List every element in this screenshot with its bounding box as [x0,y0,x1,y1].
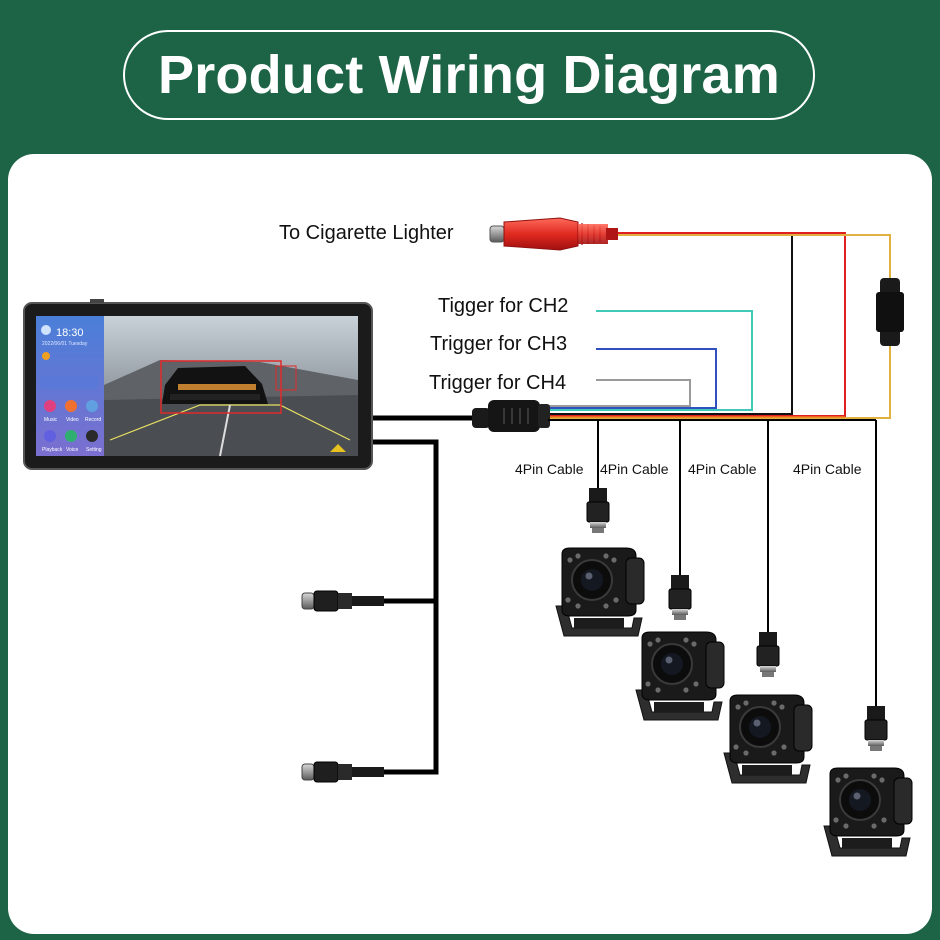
diagram-panel [8,154,932,934]
camera-3-icon [723,694,813,784]
cigarette-lighter-plug-icon [489,217,618,251]
ch3-trigger-label: Trigger for CH3 [430,333,568,355]
ch4-trigger-label: Trigger for CH4 [429,372,567,394]
cable-label: 4Pin Cable [793,461,862,477]
ch2-trigger-wire [548,310,753,411]
svg-text:18:30: 18:30 [56,327,84,339]
svg-text:Voice: Voice [66,447,78,453]
page-title: Product Wiring Diagram [123,30,815,120]
cable-label: 4Pin Cable [688,461,757,477]
camera-cables [597,420,877,706]
aux-connector-icon [301,761,385,783]
fuse-holder-icon [876,278,904,346]
monitor-icon: 18:30 2022/06/01 Tuesday Music Video Rec… [23,299,373,470]
camera-2-icon [635,631,725,721]
cable-label: 4Pin Cable [600,461,669,477]
harness-connector-icon [472,400,550,432]
ch4-trigger-wire [548,379,691,407]
cigarette-lighter-label: To Cigarette Lighter [279,222,454,244]
trigger-wires [548,310,753,411]
camera-1-icon [555,547,645,637]
svg-text:Record: Record [85,417,101,423]
svg-text:Playback: Playback [42,447,63,453]
svg-text:2022/06/01 Tuesday: 2022/06/01 Tuesday [42,341,88,347]
camera-4-icon [823,767,913,857]
cable-label: 4Pin Cable [515,461,584,477]
ch2-trigger-label: Tigger for CH2 [438,295,569,317]
power-wires [548,232,891,419]
ch3-trigger-wire [548,348,717,409]
svg-text:Music: Music [44,417,58,423]
svg-text:Video: Video [66,417,79,423]
svg-text:Setting: Setting [86,447,102,453]
aux-connector-icon [301,590,385,612]
